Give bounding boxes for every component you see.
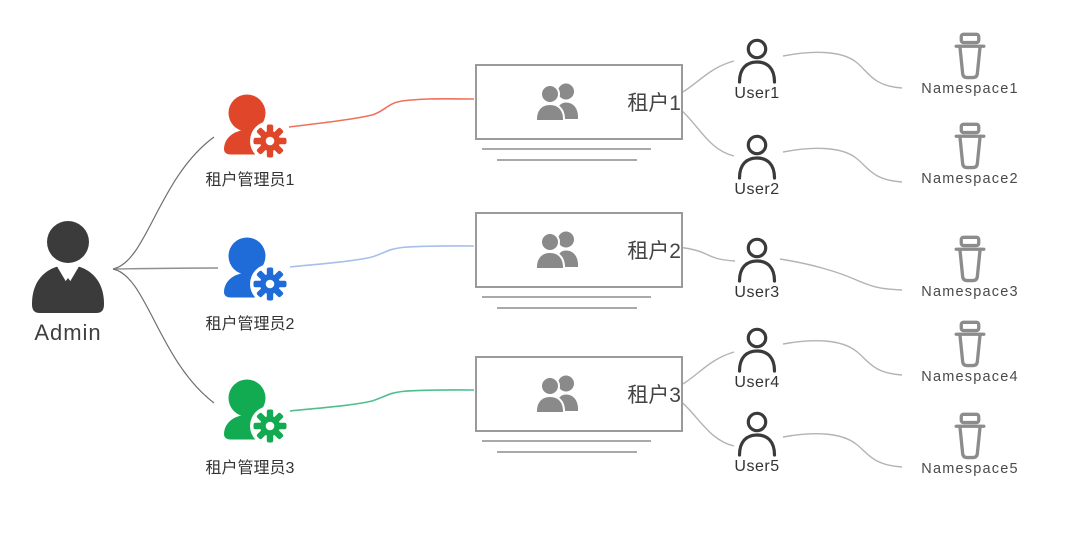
edge-user-3-namespace-3 [779,258,903,291]
person-outline-icon [737,237,777,283]
person-outline-icon [737,411,777,457]
admin-label: Admin [34,320,102,345]
tenant-admin-1-label: 租户管理员1 [205,172,295,189]
person-outline-icon [737,134,777,180]
user-5-label: User5 [734,458,780,475]
person-gear-icon [224,379,290,445]
trash-bin-icon [954,122,986,170]
group-icon [535,375,579,414]
tenant-admin-3-label: 租户管理员3 [205,460,295,477]
namespace-1-node: Namespace1 [905,30,1035,97]
edge-user-5-namespace-5 [782,433,903,468]
edge-user-2-namespace-2 [782,147,903,183]
tenant-2-box: 租户2 [475,212,683,288]
business-person-icon [32,221,104,313]
tenant-2-label: 租户2 [627,240,681,263]
namespace-2-label: Namespace2 [921,171,1019,187]
edge-tenant-admin-3-tenant-3 [289,389,475,412]
namespace-1-label: Namespace1 [921,81,1019,97]
tenant-2-underline-1 [482,296,651,298]
group-icon [535,83,579,122]
tenant-1-underline-2 [497,159,637,161]
namespace-5-label: Namespace5 [921,461,1019,477]
tenant-3-box: 租户3 [475,356,683,432]
tenant-1-underline-1 [482,148,651,150]
edge-admin-tenant-admin-2 [112,267,219,270]
tenant-1-box: 租户1 [475,64,683,140]
namespace-5-node: Namespace5 [905,410,1035,477]
tenant-1-label: 租户1 [627,92,681,115]
user-5-node: User5 [712,411,802,476]
user-1-node: User1 [712,38,802,103]
user-2-label: User2 [734,181,780,198]
namespace-2-node: Namespace2 [905,120,1035,187]
trash-bin-icon [954,320,986,368]
trash-bin-icon [954,32,986,80]
edge-user-1-namespace-1 [782,51,903,89]
trash-bin-icon [954,235,986,283]
trash-bin-icon [954,412,986,460]
tenant-3-label: 租户3 [627,384,681,407]
tenant-3-underline-1 [482,440,651,442]
namespace-4-node: Namespace4 [905,318,1035,385]
group-icon [535,231,579,270]
person-outline-icon [737,327,777,373]
person-outline-icon [737,38,777,84]
user-1-label: User1 [734,85,780,102]
tenant-2-underline-2 [497,307,637,309]
person-gear-icon [224,237,290,303]
edge-user-4-namespace-4 [782,340,903,376]
user-4-label: User4 [734,374,780,391]
edge-admin-tenant-admin-3 [112,268,215,404]
user-4-node: User4 [712,327,802,392]
tenant-admin-2-node [220,237,292,303]
user-3-node: User3 [712,237,802,302]
person-gear-icon [224,94,290,160]
gear-icon [253,409,287,443]
tenant-admin-2-label: 租户管理员2 [205,316,295,333]
edge-tenant-admin-1-tenant-1 [288,98,475,128]
namespace-3-label: Namespace3 [921,284,1019,300]
namespace-3-node: Namespace3 [905,233,1035,300]
admin-node: Admin [18,218,118,346]
user-3-label: User3 [734,284,780,301]
tenant-3-underline-2 [497,451,637,453]
namespace-4-label: Namespace4 [921,369,1019,385]
user-2-node: User2 [712,134,802,199]
edge-admin-tenant-admin-1 [112,136,215,270]
tenant-admin-3-node [220,379,292,445]
edge-tenant-admin-2-tenant-2 [289,245,475,268]
tenant-admin-1-node [220,94,292,160]
